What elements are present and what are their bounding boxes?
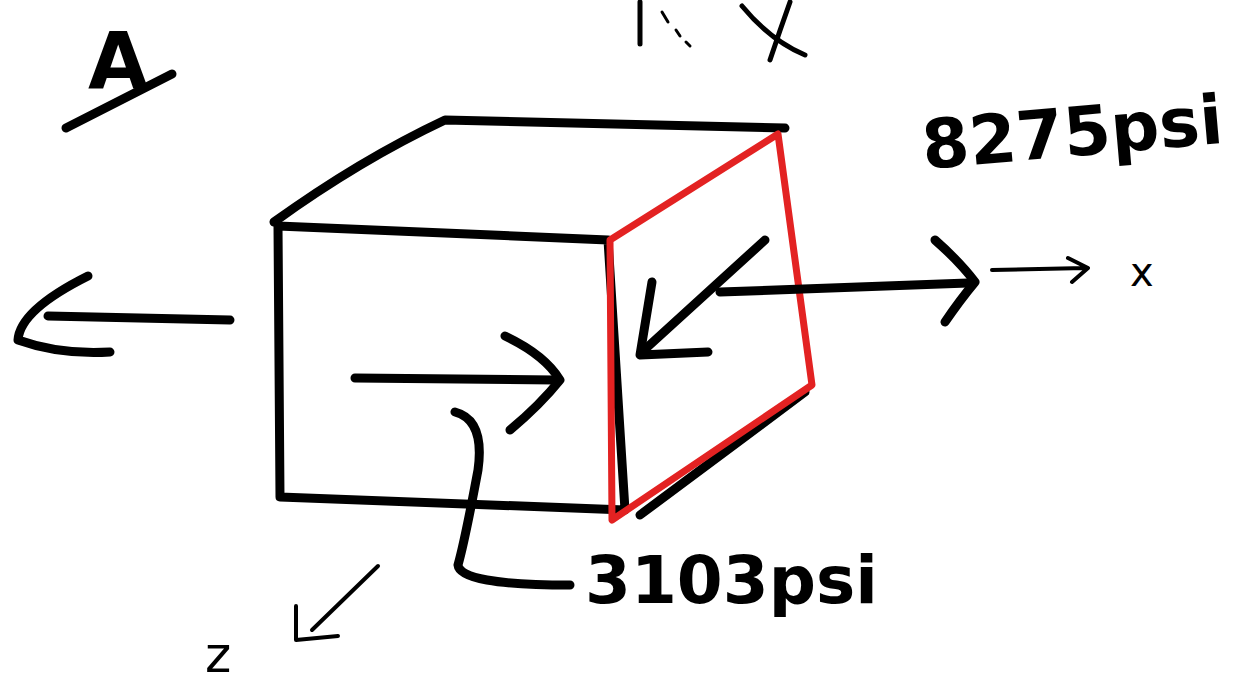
cube-top-face bbox=[274, 120, 785, 222]
cube-front-face bbox=[278, 226, 625, 510]
normal-stress-arrow bbox=[48, 316, 230, 320]
z-axis-arrow bbox=[296, 566, 378, 640]
normal-stress-arrow bbox=[720, 283, 968, 292]
arrow-head bbox=[505, 336, 560, 430]
cropped-stroke bbox=[662, 12, 690, 46]
arrow-head bbox=[640, 282, 708, 355]
cropped-stroke bbox=[638, 2, 643, 44]
arrow-head bbox=[935, 240, 975, 322]
axis-label: x bbox=[1130, 252, 1154, 292]
shear-arrow bbox=[355, 378, 556, 380]
axis-label: z bbox=[205, 630, 231, 680]
cropped-stroke bbox=[742, 2, 805, 60]
arrow-head bbox=[18, 276, 110, 353]
leader-line bbox=[455, 412, 570, 585]
x-axis-arrow bbox=[992, 258, 1088, 282]
stress-value: 3103psi bbox=[585, 548, 878, 614]
point-label: A bbox=[88, 22, 148, 100]
red-face bbox=[610, 134, 812, 520]
shear-arrow bbox=[642, 240, 765, 352]
stress-value: 8275psi bbox=[919, 86, 1225, 180]
